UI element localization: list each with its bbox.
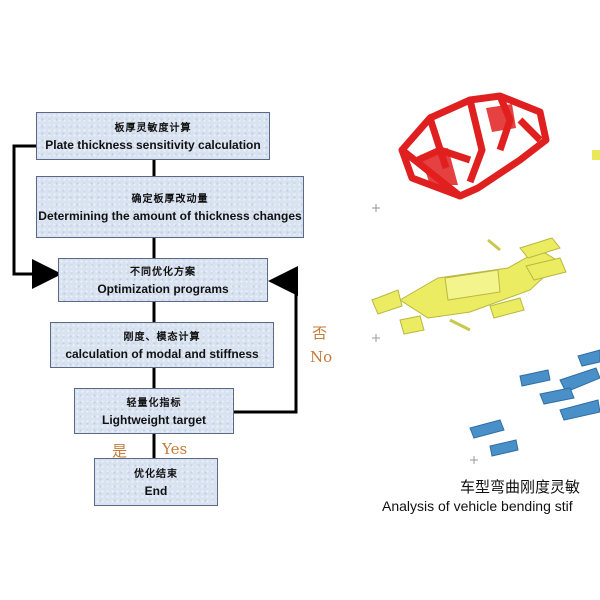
step-sensitivity-en: Plate thickness sensitivity calculation: [45, 138, 261, 152]
step-sensitivity-zh: 板厚灵敏度计算: [114, 123, 192, 134]
red-panel: [420, 148, 458, 185]
no-label-zh: 否: [312, 324, 328, 342]
yellow-fragment-top: [592, 150, 600, 160]
red-body-frame: [398, 92, 550, 200]
step-thickness-change-en: Determining the amount of thickness chan…: [38, 209, 302, 223]
step-end-zh: 优化结束: [134, 469, 178, 480]
step-thickness-change-box: 确定板厚改动量 Determining the amount of thickn…: [36, 176, 304, 238]
red-panel-2: [486, 104, 516, 132]
step-optimization-en: Optimization programs: [97, 282, 229, 296]
step-modal-stiffness-box: 刚度、模态计算 calculation of modal and stiffne…: [50, 322, 274, 368]
step-end-en: End: [144, 484, 168, 498]
loop-left-arrow: [12, 144, 62, 289]
yes-label-en: Yes: [162, 440, 188, 458]
no-label-en: No: [310, 348, 333, 366]
step-lightweight-zh: 轻量化指标: [126, 398, 182, 409]
blue-lower-parts: [469, 349, 600, 457]
step-end-box: 优化结束 End: [94, 458, 218, 506]
step-thickness-change-zh: 确定板厚改动量: [131, 194, 209, 205]
figure-caption-zh: 车型弯曲刚度灵敏: [460, 478, 581, 496]
yes-label-zh: 是: [112, 442, 128, 460]
yellow-floor-structure: [371, 237, 567, 335]
step-lightweight-box: 轻量化指标 Lightweight target: [74, 388, 234, 434]
step-modal-stiffness-zh: 刚度、模态计算: [123, 332, 201, 343]
loop-right-arrow: [234, 266, 298, 414]
step-lightweight-en: Lightweight target: [102, 413, 206, 427]
step-optimization-zh: 不同优化方案: [130, 267, 196, 278]
figure-caption-en: Analysis of vehicle bending stif: [382, 498, 573, 514]
step-sensitivity-box: 板厚灵敏度计算 Plate thickness sensitivity calc…: [36, 112, 270, 160]
step-modal-stiffness-en: calculation of modal and stiffness: [65, 347, 259, 361]
axis-markers: [372, 204, 478, 464]
step-optimization-box: 不同优化方案 Optimization programs: [58, 258, 268, 302]
